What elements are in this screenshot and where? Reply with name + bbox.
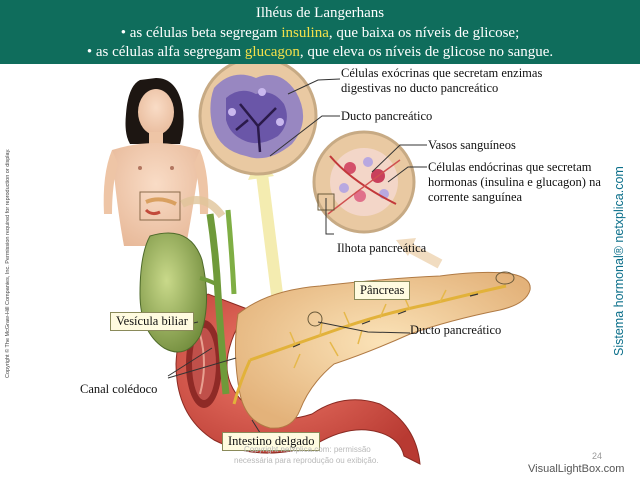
label-common-bile-duct: Canal colédoco [80, 382, 158, 396]
label-exocrine-text: Células exócrinas que secretam enzimas d… [341, 66, 543, 95]
pancreas [232, 271, 531, 429]
banner-title: Ilhéus de Langerhans [255, 5, 385, 21]
label-endocrine-text: Células endócrinas que secretam hormonas… [428, 160, 601, 204]
label-pancreas: Pâncreas [354, 281, 411, 300]
watermark-line-2: necessária para reprodução ou exibição. [234, 456, 379, 465]
anatomy-illustration: Células exócrinas que secretam enzimas d… [0, 64, 640, 480]
label-pancreatic-duct-bottom: Ducto pancreático [410, 323, 502, 337]
banner-line-beta: • as células beta segregam insulina, que… [0, 24, 640, 42]
footer-credit[interactable]: VisualLightBox.com [528, 463, 625, 475]
watermark-line-1: Copyright netxplica.com: permissão [244, 445, 371, 454]
islet-tissue-magnified [312, 130, 416, 234]
banner-line-alpha: • as células alfa segregam glucagon, que… [0, 43, 640, 61]
label-gallbladder: Vesícula biliar [110, 312, 194, 331]
label-pancreatic-islet: Ilhota pancreática [337, 241, 427, 255]
side-credit-text: Sistema hormonal® netxplica.com [612, 166, 626, 356]
banner-line-alpha-post: , que eleva os níveis de glicose no sang… [299, 44, 554, 60]
human-figure [103, 78, 226, 246]
glucagon-highlight: glucagon [244, 44, 300, 60]
page-number: 24 [592, 451, 603, 461]
insulin-highlight: insulina [281, 25, 329, 41]
anatomy-drawing [103, 64, 531, 465]
title-banner: Ilhéus de Langerhans • as células beta s… [0, 0, 640, 64]
label-pancreatic-duct-top: Ducto pancreático [341, 109, 433, 123]
banner-line-beta-pre: • as células beta segregam [120, 25, 282, 41]
label-exocrine-cells: Células exócrinas que secretam enzimas d… [341, 66, 583, 96]
banner-line-beta-post: , que baixa os níveis de glicose; [328, 25, 520, 41]
label-blood-vessels: Vasos sanguíneos [428, 138, 516, 152]
copyright-text: Copyright © The McGraw-Hill Companies, I… [5, 148, 11, 378]
small-intestine [175, 293, 421, 465]
exocrine-tissue-magnified [198, 64, 318, 176]
label-endocrine-cells: Células endócrinas que secretam hormonas… [428, 160, 614, 205]
label-small-intestine: Intestino delgado [222, 432, 321, 451]
banner-line-alpha-pre: • as células alfa segregam [86, 44, 245, 60]
